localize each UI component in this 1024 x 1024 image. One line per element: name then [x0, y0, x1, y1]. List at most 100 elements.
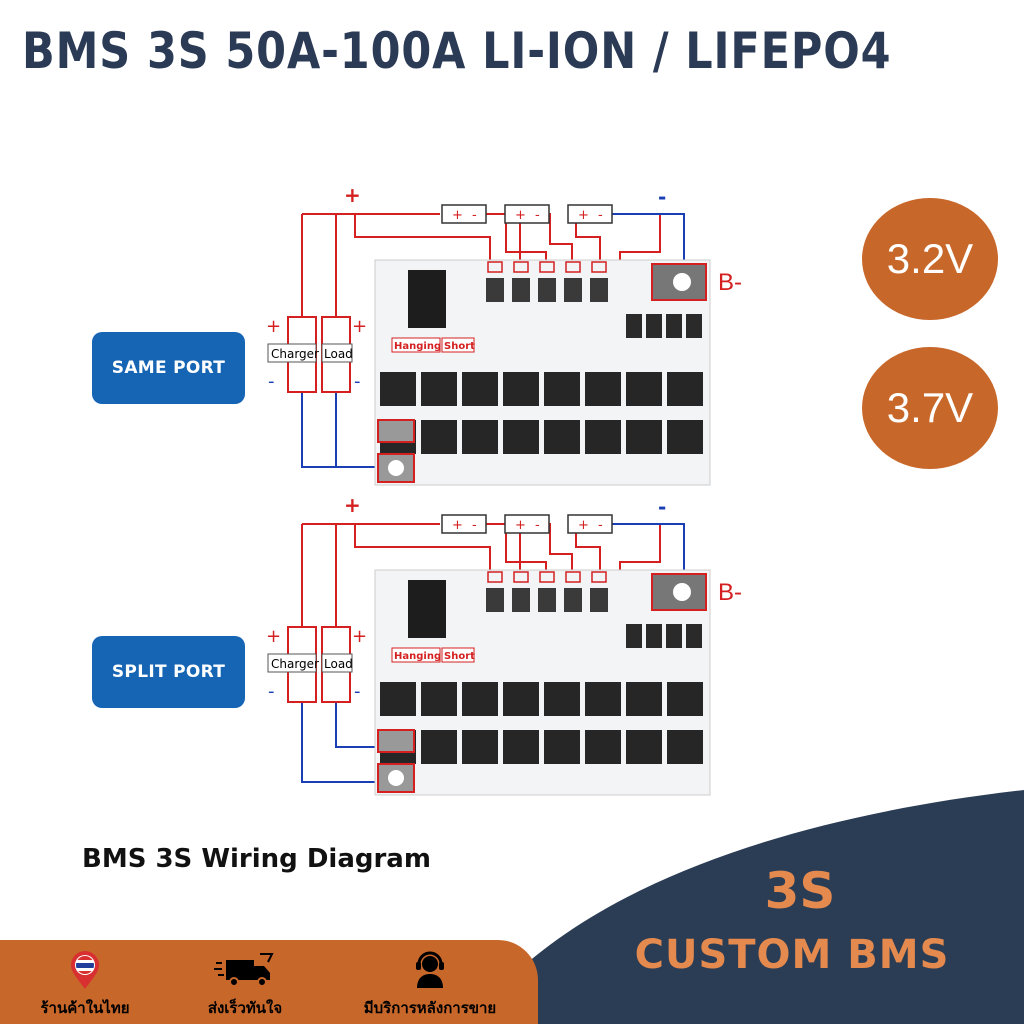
short-label: Short [444, 341, 475, 352]
pcb-mosfet [380, 682, 416, 716]
b-minus-hole [673, 583, 691, 601]
pcb-mosfet [667, 372, 703, 406]
delivery-truck-icon [214, 953, 274, 987]
split-port-button[interactable]: SPLIT PORT [92, 636, 245, 708]
battery-cell-2 [504, 204, 550, 224]
pcb-balance-component [590, 588, 608, 612]
charger-label: Charger [271, 657, 319, 671]
support-agent-icon [416, 951, 444, 988]
load-negative-hole [388, 770, 404, 786]
pcb-resistor [626, 314, 642, 338]
feature-thai-shop-label: ร้านค้าในไทย [40, 999, 130, 1017]
positive-terminal-label: + [344, 183, 361, 207]
pcb-mosfet [421, 730, 457, 764]
pcb-balance-pad [539, 261, 555, 273]
load-minus-label: - [354, 681, 361, 702]
pcb-mosfet [421, 372, 457, 406]
battery-cell-1 [441, 514, 487, 534]
pcb-resistor [646, 314, 662, 338]
b-minus-pad [651, 573, 707, 611]
feature-after-sales: มีบริการหลังการขาย [330, 940, 530, 1024]
pcb-mosfet [462, 420, 498, 454]
pcb-mosfet [626, 682, 662, 716]
charger-minus-label: - [268, 371, 275, 392]
pcb-resistor [686, 624, 702, 648]
pcb-mosfet [462, 372, 498, 406]
pcb-balance-pad [513, 571, 529, 583]
pcb-mosfet [421, 420, 457, 454]
battery-cell-plus-label: + [578, 518, 589, 533]
pcb-balance-pad [565, 571, 581, 583]
charger-plus-label: + [266, 316, 281, 337]
pcb-resistor [626, 624, 642, 648]
pcb-mosfet [462, 682, 498, 716]
pcb-balance-pad [487, 571, 503, 583]
pcb-mosfet [503, 682, 539, 716]
pcb-mosfet [667, 420, 703, 454]
battery-cell-plus-label: + [452, 518, 463, 533]
brand-name: CUSTOM BMS [634, 932, 950, 978]
charger-label-box [267, 653, 317, 673]
battery-cell-2 [504, 514, 550, 534]
positive-terminal-label: + [344, 493, 361, 517]
negative-terminal-label: - [658, 495, 666, 519]
page-title: BMS 3S 50A-100A LI-ION / LIFEPO4 [22, 22, 892, 80]
b-minus-label: B- [718, 579, 742, 606]
pcb-balance-pad [539, 571, 555, 583]
charger-minus-label: - [268, 681, 275, 702]
pcb-mosfet [585, 420, 621, 454]
pcb-balance-pad [565, 261, 581, 273]
pcb-resistor [646, 624, 662, 648]
load-plus-label: + [352, 626, 367, 647]
feature-after-sales-label: มีบริการหลังการขาย [363, 999, 497, 1017]
pcb-mosfet [380, 372, 416, 406]
pcb-mosfet [544, 730, 580, 764]
pcb-mosfet [462, 730, 498, 764]
feature-bar: ร้านค้าในไทย ส่งเร็วทันใจ มีบริการหลังกา… [0, 940, 538, 1024]
battery-cell-plus-label: + [452, 208, 463, 223]
wire-b-minus [612, 213, 685, 262]
load-label-box [321, 653, 353, 673]
battery-cell-plus-label: + [578, 208, 589, 223]
feature-fast-delivery: ส่งเร็วทันใจ [170, 940, 320, 1024]
battery-cell-minus-label: - [472, 518, 477, 533]
pcb-balance-component [564, 588, 582, 612]
b-minus-label: B- [718, 269, 742, 296]
load-label: Load [324, 657, 353, 671]
wire-b-plus [354, 214, 491, 262]
charger-label-box [267, 343, 317, 363]
pcb-balance-component [486, 278, 504, 302]
voltage-badge-3v2[interactable]: 3.2V [862, 198, 998, 320]
same-port-button[interactable]: SAME PORT [92, 332, 245, 404]
feature-thai-shop: ร้านค้าในไทย [10, 940, 160, 1024]
pcb-balance-pad [513, 261, 529, 273]
pcb-balance-component [564, 278, 582, 302]
pcb-mosfet [544, 682, 580, 716]
pcb-balance-component [590, 278, 608, 302]
short-label-box [441, 647, 475, 663]
pcb-ic-chip [408, 580, 446, 638]
pcb-balance-component [538, 278, 556, 302]
pcb-ic-chip [408, 270, 446, 328]
short-label: Short [444, 651, 475, 662]
pcb-resistor [666, 314, 682, 338]
load-minus-label: - [354, 371, 361, 392]
voltage-badge-3v7[interactable]: 3.7V [862, 347, 998, 469]
brand-wave [470, 790, 1024, 1024]
thailand-flag-pin-icon [71, 951, 99, 989]
pcb-balance-pad [591, 571, 607, 583]
pcb-mosfet [585, 372, 621, 406]
pcb-mosfet [585, 730, 621, 764]
wire-cell1-neg [505, 524, 547, 572]
wire-b-plus [354, 524, 491, 572]
charger-negative-pad [377, 729, 415, 753]
pcb-mosfet [667, 730, 703, 764]
battery-cell-minus-label: - [535, 518, 540, 533]
hanging-label: Hanging [394, 651, 441, 662]
pcb-balance-component [512, 278, 530, 302]
pcb-mosfet [503, 730, 539, 764]
battery-cell-plus-label: + [515, 208, 526, 223]
diagram-caption: BMS 3S Wiring Diagram [82, 844, 431, 874]
